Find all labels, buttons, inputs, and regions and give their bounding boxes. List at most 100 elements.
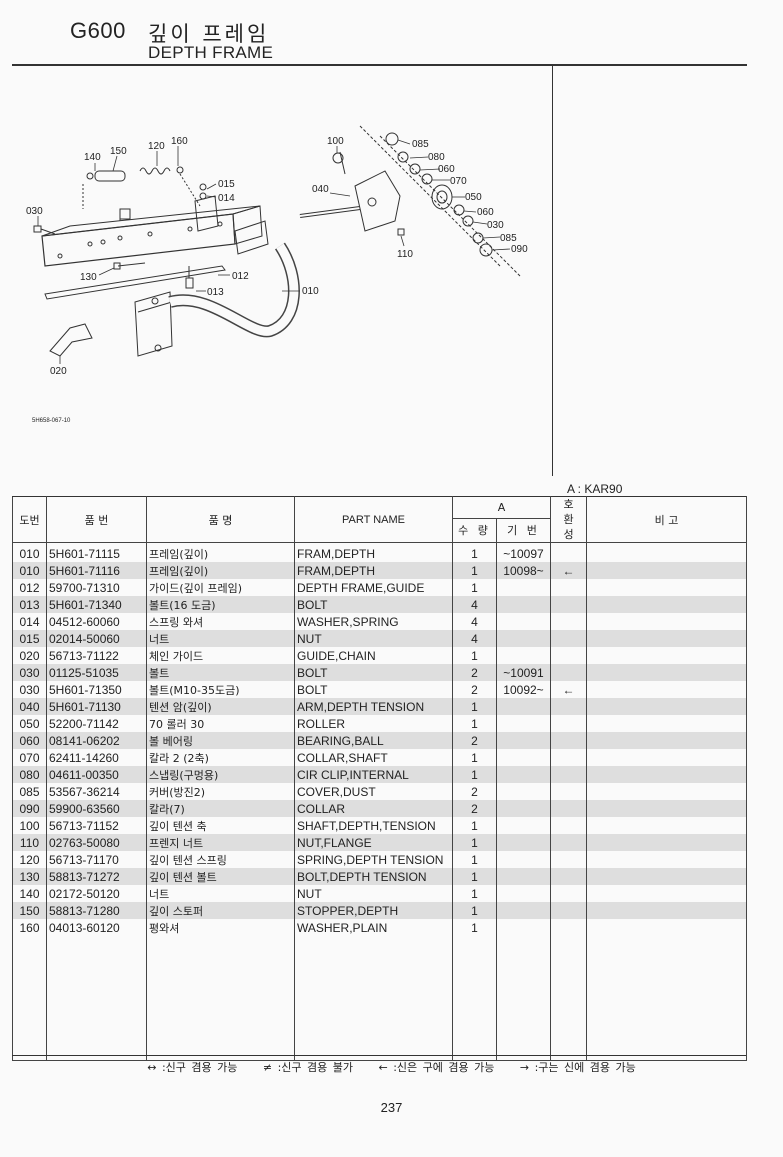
korean-name-cell: 깊이 스토퍼	[146, 902, 295, 919]
korean-name-cell: 가이드(깊이 프레임)	[146, 579, 295, 596]
compatibility-cell: ←	[550, 562, 587, 579]
item-number-cell: 140	[12, 885, 47, 902]
quantity-cell: 1	[452, 766, 497, 783]
korean-name-cell: 볼 베어링	[146, 732, 295, 749]
header-remarks: 비 고	[586, 496, 747, 543]
remarks-cell	[586, 613, 747, 630]
legend-item: ↔ :신구 겸용 가능	[147, 1061, 238, 1074]
part-name-cell: NUT,FLANGE	[294, 834, 453, 851]
remarks-cell	[586, 732, 747, 749]
korean-name-cell: 평와셔	[146, 919, 295, 936]
serial-range-cell	[496, 783, 551, 800]
callout-label: 120	[148, 141, 165, 152]
remarks-cell	[586, 834, 747, 851]
korean-name-cell: 너트	[146, 885, 295, 902]
korean-name-cell: 프레임(깊이)	[146, 542, 295, 562]
section-title-english: DEPTH FRAME	[148, 43, 274, 62]
compatibility-cell	[550, 817, 587, 834]
part-name-cell: ROLLER	[294, 715, 453, 732]
compatibility-cell	[550, 885, 587, 902]
quantity-cell: 2	[452, 732, 497, 749]
header-part-name: PART NAME	[294, 496, 453, 543]
part-number-cell: 5H601-71116	[46, 562, 147, 579]
quantity-cell: 1	[452, 749, 497, 766]
remarks-cell	[586, 630, 747, 647]
item-number-cell: 020	[12, 647, 47, 664]
serial-range-cell	[496, 868, 551, 885]
remarks-cell	[586, 919, 747, 936]
part-name-cell: NUT	[294, 630, 453, 647]
serial-range-cell: ~10091	[496, 664, 551, 681]
remarks-cell	[586, 783, 747, 800]
part-number-cell: 5H601-71115	[46, 542, 147, 562]
part-name-cell: BEARING,BALL	[294, 732, 453, 749]
header-part-no: 품 번	[46, 496, 147, 543]
callout-label: 020	[50, 366, 67, 377]
compatibility-cell	[550, 630, 587, 647]
compatibility-cell	[550, 800, 587, 817]
quantity-cell: 1	[452, 834, 497, 851]
korean-name-cell: 프레임(깊이)	[146, 562, 295, 579]
compatibility-cell	[550, 834, 587, 851]
bolt-030-part	[33, 225, 56, 235]
serial-range-cell	[496, 851, 551, 868]
item-number-cell: 090	[12, 800, 47, 817]
compatibility-cell	[550, 732, 587, 749]
blank-cell	[12, 936, 47, 1061]
serial-range-cell	[496, 613, 551, 630]
item-number-cell: 010	[12, 562, 47, 579]
serial-range-cell	[496, 749, 551, 766]
section-title-korean: 깊이 프레임	[148, 22, 270, 46]
header-group-a: A	[452, 496, 551, 519]
korean-name-cell: 너트	[146, 630, 295, 647]
part-number-cell: 62411-14260	[46, 749, 147, 766]
part-number-cell: 53567-36214	[46, 783, 147, 800]
quantity-cell: 1	[452, 647, 497, 664]
item-number-cell: 013	[12, 596, 47, 613]
serial-range-cell: 10092~	[496, 681, 551, 698]
header-no: 도번	[12, 496, 47, 543]
item-number-cell: 100	[12, 817, 47, 834]
legend-item: ← :신은 구에 겸용 가능	[378, 1061, 495, 1074]
part-name-cell: COLLAR	[294, 800, 453, 817]
remarks-cell	[586, 596, 747, 613]
header-name-kr: 품 명	[146, 496, 295, 543]
callout-label: 140	[84, 152, 101, 163]
page-number: 237	[380, 1100, 403, 1115]
blank-cell	[452, 936, 497, 1061]
serial-range-cell	[496, 919, 551, 936]
quantity-cell: 1	[452, 698, 497, 715]
part-name-cell: STOPPER,DEPTH	[294, 902, 453, 919]
serial-range-cell	[496, 885, 551, 902]
diagram-divider	[552, 66, 553, 476]
item-number-cell: 085	[12, 783, 47, 800]
remarks-cell	[586, 749, 747, 766]
remarks-cell	[586, 715, 747, 732]
item-number-cell: 070	[12, 749, 47, 766]
stopper-and-spring	[82, 166, 201, 209]
serial-range-cell	[496, 817, 551, 834]
blank-cell	[550, 936, 587, 1061]
remarks-cell	[586, 868, 747, 885]
korean-name-cell: 스냅링(구멍용)	[146, 766, 295, 783]
part-number-cell: 02763-50080	[46, 834, 147, 851]
quantity-cell: 1	[452, 715, 497, 732]
quantity-cell: 2	[452, 681, 497, 698]
callout-label: 040	[312, 184, 329, 195]
quantity-cell: 4	[452, 596, 497, 613]
compatibility-cell	[550, 868, 587, 885]
part-number-cell: 59900-63560	[46, 800, 147, 817]
